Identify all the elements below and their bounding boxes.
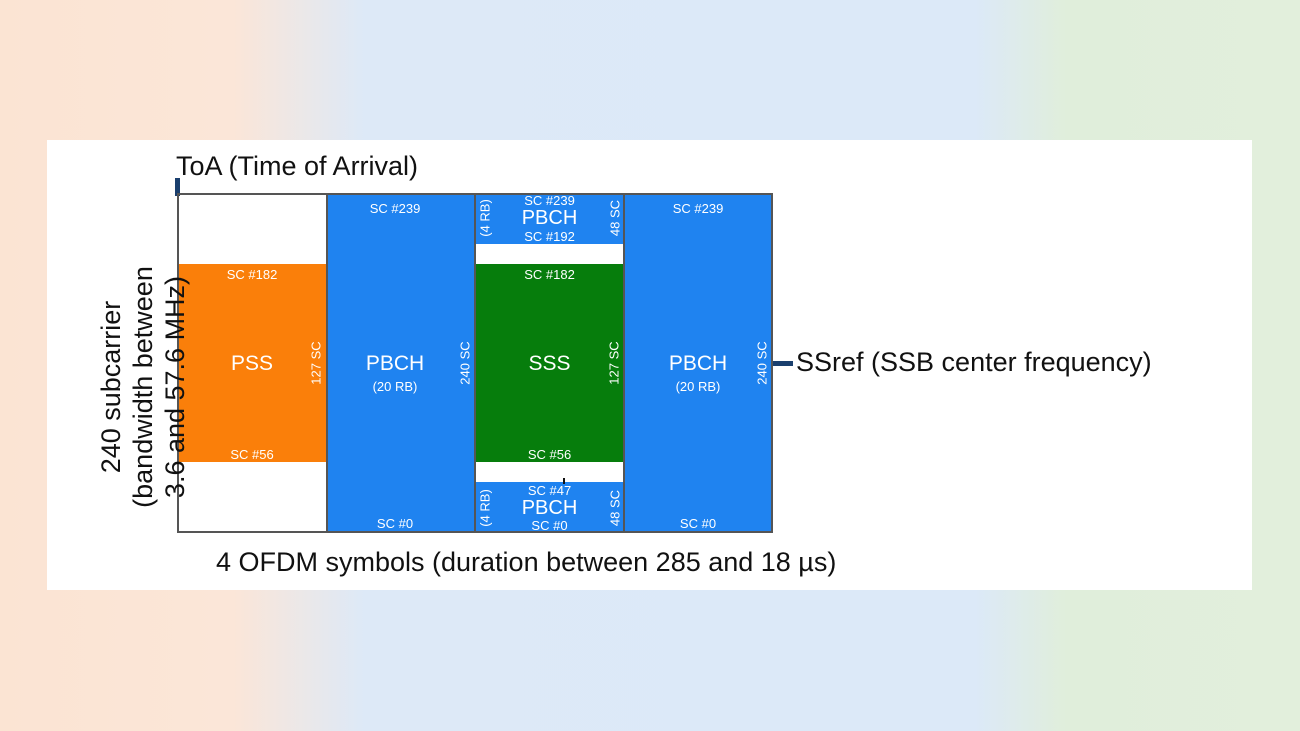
pbch1-label: PBCH: [365, 352, 425, 375]
pbch-top-block: [475, 193, 624, 244]
pbch2-rb: (20 RB): [675, 379, 721, 394]
y-axis-line-1: 240 subcarrier: [96, 300, 126, 474]
divider: [326, 193, 328, 533]
pbch-bottom-sc-low: SC #0: [531, 518, 568, 533]
pbch2-top-sc: SC #239: [672, 201, 724, 216]
pbch-bottom-label: PBCH: [521, 497, 578, 519]
sss-block: [475, 264, 624, 462]
pss-label: PSS: [230, 352, 274, 375]
pbch1-bottom-sc: SC #0: [376, 516, 414, 531]
pss-bottom-sc: SC #56: [230, 447, 274, 462]
pbch1-rb: (20 RB): [372, 379, 418, 394]
pbch-top-sc-low: SC #192: [524, 229, 575, 244]
pss-width: 127 SC: [308, 341, 324, 385]
pss-top-sc: SC #182: [226, 267, 278, 282]
pbch-top-width: 48 SC: [607, 199, 623, 237]
pbch-top-sc-high: SC #239: [524, 193, 575, 208]
pbch-bottom-rb: (4 RB): [477, 489, 493, 527]
toa-marker: [175, 178, 180, 196]
pss-block: [177, 264, 327, 462]
sss-top-sc: SC #182: [524, 267, 575, 282]
pbch-bottom-sc-high: SC #47: [527, 483, 572, 498]
ssref-marker: [773, 361, 793, 366]
y-axis-label: 240 subcarrier (bandwidth between 3.6 an…: [95, 266, 191, 508]
pbch2-width: 240 SC: [754, 341, 770, 385]
tick-mark: [563, 478, 565, 484]
divider: [474, 193, 476, 533]
pbch-block-1: [327, 193, 475, 533]
pbch1-top-sc: SC #239: [369, 201, 421, 216]
pbch-block-2: [624, 193, 773, 533]
sss-width: 127 SC: [606, 341, 622, 385]
pbch2-label: PBCH: [668, 352, 728, 375]
pbch1-width: 240 SC: [457, 341, 473, 385]
toa-label: ToA (Time of Arrival): [176, 151, 419, 181]
pbch-bottom-width: 48 SC: [607, 489, 623, 527]
pbch2-bottom-sc: SC #0: [679, 516, 717, 531]
y-axis-line-2: (bandwidth between: [128, 266, 158, 508]
x-axis-label: 4 OFDM symbols (duration between 285 and…: [216, 547, 837, 577]
sss-bottom-sc: SC #56: [527, 447, 572, 462]
pbch-top-rb: (4 RB): [477, 199, 493, 237]
divider: [623, 193, 625, 533]
y-axis-line-3: 3.6 and 57.6 MHz): [160, 275, 190, 499]
pbch-bottom-block: [475, 482, 624, 533]
ssref-label: SSref (SSB center frequency): [796, 347, 1152, 377]
sss-label: SSS: [528, 352, 571, 375]
pbch-top-label: PBCH: [521, 207, 578, 229]
